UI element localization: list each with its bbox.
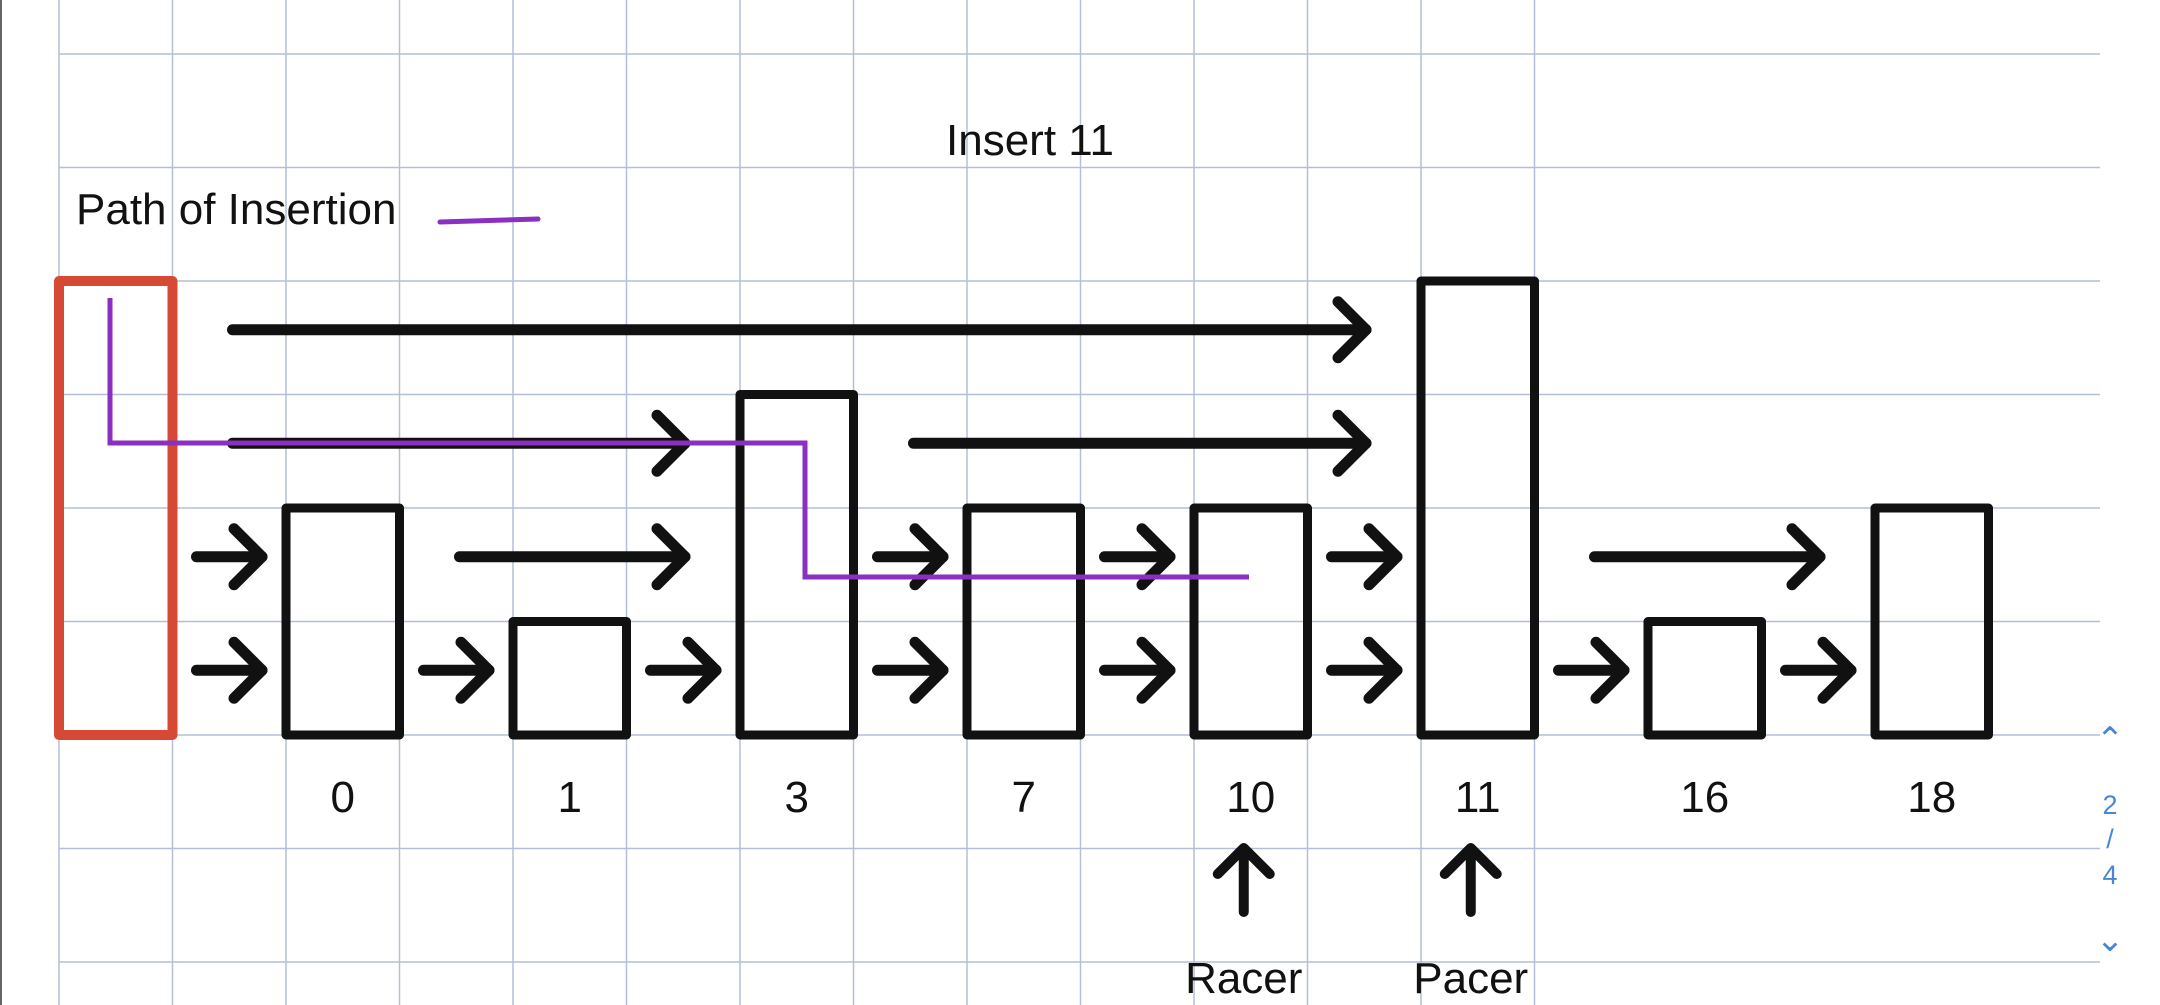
node-key-3: 3	[785, 773, 809, 822]
node-0	[281, 503, 404, 740]
diagram-title: Insert 11	[946, 116, 1114, 165]
arrowhead	[1590, 636, 1630, 704]
node-key-16: 16	[1680, 773, 1729, 822]
page-navigator: ⌃ 2 / 4 ⌄	[2090, 720, 2130, 960]
arrowhead	[455, 636, 495, 704]
arrowhead	[1136, 636, 1176, 704]
insertion-path-line	[107, 298, 1249, 580]
node-key-0: 0	[331, 773, 355, 822]
node-10	[1189, 503, 1312, 740]
node-7	[962, 503, 1085, 740]
insertion-path	[107, 298, 1249, 580]
pointer-arrowhead	[1212, 843, 1275, 879]
arrowhead	[651, 523, 691, 591]
arrowhead	[909, 636, 949, 704]
arrowhead	[682, 636, 722, 704]
arrowhead	[1363, 523, 1403, 591]
arrowhead	[1363, 636, 1403, 704]
node-key-10: 10	[1226, 773, 1275, 822]
node-16	[1643, 617, 1766, 740]
node-18	[1870, 503, 1993, 740]
node-3	[735, 390, 858, 740]
arrowhead	[228, 523, 268, 591]
arrowhead	[1332, 296, 1372, 364]
page-current: 2	[2102, 790, 2118, 820]
node-11	[1416, 276, 1539, 740]
legend-label: Path of Insertion	[76, 185, 396, 234]
forward-pointers	[191, 296, 1857, 704]
node-key-7: 7	[1012, 773, 1036, 822]
arrowhead	[1332, 409, 1372, 477]
arrowhead	[228, 636, 268, 704]
node-key-11: 11	[1455, 773, 1501, 822]
pointer-label-pacer: Pacer	[1413, 954, 1528, 1003]
page-separator: /	[2106, 824, 2114, 854]
pointer-label-racer: Racer	[1185, 954, 1302, 1003]
legend-path-swatch	[437, 216, 541, 225]
page-up-chevron-icon[interactable]: ⌃	[2095, 721, 2125, 759]
node-1	[508, 617, 631, 740]
node-key-18: 18	[1907, 773, 1956, 822]
pointer-markers: Racer Pacer	[1185, 843, 1528, 1003]
header-node	[54, 276, 178, 740]
pointer-arrowhead	[1439, 843, 1502, 879]
arrowhead	[1786, 523, 1826, 591]
node-key-1: 1	[558, 773, 582, 822]
page-down-chevron-icon[interactable]: ⌄	[2095, 921, 2125, 959]
page-total: 4	[2102, 860, 2118, 890]
arrowhead	[1817, 636, 1857, 704]
skip-list-nodes: 0 1 3 7 10 11 16 18	[54, 276, 1993, 822]
